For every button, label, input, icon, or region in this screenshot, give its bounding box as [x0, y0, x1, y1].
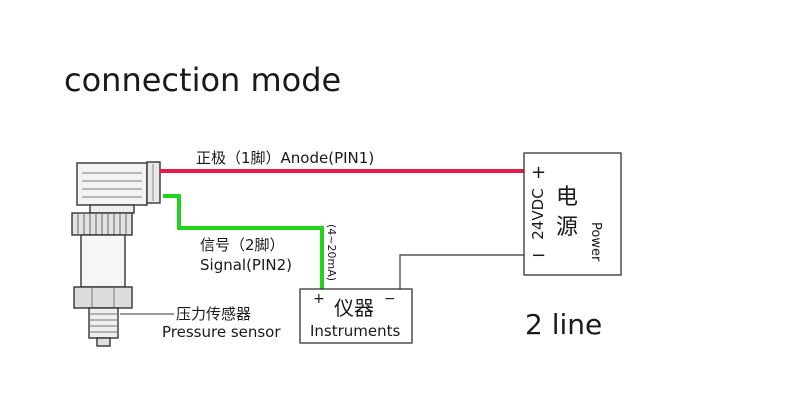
sensor-label-en: Pressure sensor — [162, 323, 281, 341]
mode-label: 2 line — [525, 308, 602, 341]
instrument-minus: − — [384, 291, 396, 307]
instrument-box: + − 仪器 Instruments — [299, 288, 413, 344]
power-minus: − — [531, 245, 546, 266]
power-label-cn-2: 源 — [556, 215, 578, 240]
diagram-title: connection mode — [64, 61, 341, 99]
current-range-label: (4~20mA) — [325, 224, 338, 281]
instrument-label-en: Instruments — [310, 322, 401, 340]
signal-wire — [163, 194, 324, 289]
instrument-plus: + — [313, 291, 325, 307]
power-supply-box: + 24VDC − 电 源 Power — [523, 152, 622, 276]
return-wire — [399, 254, 524, 289]
power-label-cn-1: 电 — [556, 185, 578, 210]
power-plus: + — [531, 162, 546, 183]
signal-label-en: Signal(PIN2) — [200, 256, 292, 274]
power-label-en: Power — [588, 222, 603, 262]
pressure-sensor-drawing — [71, 161, 161, 347]
sensor-label-cn: 压力传感器 — [176, 305, 251, 323]
power-voltage: 24VDC — [529, 188, 547, 239]
instrument-label-cn: 仪器 — [334, 296, 374, 320]
anode-label: 正极（1脚）Anode(PIN1) — [196, 149, 374, 167]
signal-label-cn: 信号（2脚） — [200, 236, 285, 254]
